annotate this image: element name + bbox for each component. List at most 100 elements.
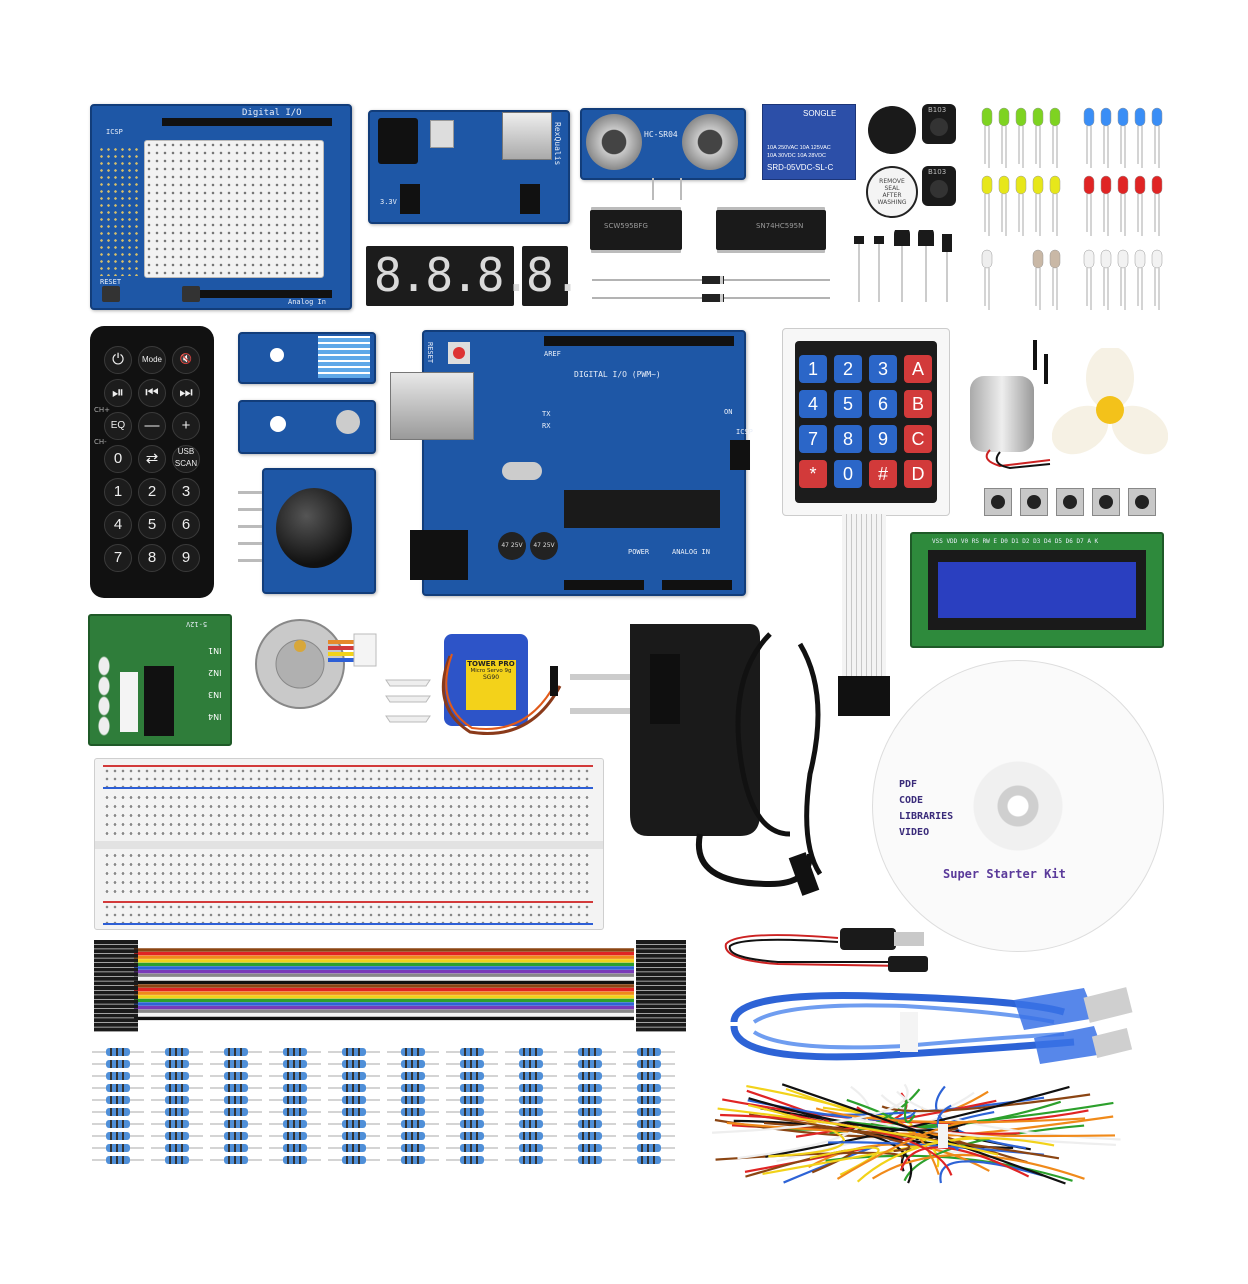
- jumper-wire: [748, 1113, 911, 1153]
- ribbon-connector: [94, 958, 138, 963]
- remote-key[interactable]: USB SCAN: [172, 445, 200, 473]
- shield-user-button[interactable]: [182, 286, 200, 302]
- keypad-key[interactable]: 1: [799, 355, 827, 383]
- keypad-key[interactable]: 2: [834, 355, 862, 383]
- ribbon-connector: [94, 940, 138, 944]
- ultrasonic-transducer-right: [682, 114, 738, 170]
- remote-key[interactable]: ⇄: [138, 445, 166, 473]
- ic-chip-1-label: SCW595BFG: [604, 222, 648, 230]
- keypad-key[interactable]: *: [799, 460, 827, 488]
- led: [1151, 107, 1163, 168]
- remote-digit-key[interactable]: 2: [138, 478, 166, 506]
- jumper-wire: [746, 1089, 830, 1123]
- transistors: [854, 230, 952, 302]
- remote-key[interactable]: ⏯: [104, 379, 132, 407]
- led: [998, 175, 1010, 236]
- dc-jack: [378, 118, 418, 164]
- jumper-wire: [903, 1099, 916, 1124]
- passive-buzzer: REMOVE SEAL AFTER WASHING: [866, 166, 918, 218]
- tactile-button[interactable]: [984, 488, 1012, 516]
- remote-digit-key[interactable]: 7: [104, 544, 132, 572]
- uno-aref-label: AREF: [544, 350, 561, 358]
- tactile-button[interactable]: [1128, 488, 1156, 516]
- remote-key[interactable]: ⏭: [172, 379, 200, 407]
- remote-digit-key[interactable]: 8: [138, 544, 166, 572]
- keypad-key[interactable]: #: [869, 460, 897, 488]
- remote-key[interactable]: —: [138, 412, 166, 440]
- potentiometer-1[interactable]: B103: [922, 104, 956, 144]
- servo-brand: TOWER PRO: [467, 660, 515, 668]
- ribbon-connector: [94, 953, 138, 958]
- ultrasonic-pins: [652, 178, 682, 200]
- led: [998, 107, 1010, 168]
- remote-digit-key[interactable]: 1: [104, 478, 132, 506]
- power-switch[interactable]: [430, 120, 454, 148]
- battery-clip: [724, 928, 928, 972]
- tactile-button[interactable]: [1056, 488, 1084, 516]
- keypad-key[interactable]: C: [904, 425, 932, 453]
- remote-digit-key[interactable]: 4: [104, 511, 132, 539]
- dupont-ribbon-cable: [94, 940, 686, 1032]
- keypad-key[interactable]: D: [904, 460, 932, 488]
- shield-reset-button[interactable]: [102, 286, 120, 302]
- keypad-key[interactable]: 6: [869, 390, 897, 418]
- remote-digit-key[interactable]: 5: [138, 511, 166, 539]
- remote-digit-key[interactable]: 6: [172, 511, 200, 539]
- potentiometer-2[interactable]: B103: [922, 166, 956, 206]
- power-3v3-label: 3.3V: [380, 198, 397, 206]
- active-buzzer: [868, 106, 916, 154]
- remote-key[interactable]: 🔇: [172, 346, 200, 374]
- remote-key[interactable]: ⏮: [138, 379, 166, 407]
- remote-key[interactable]: EQ: [104, 412, 132, 440]
- breadboard-power-module: RexQualis 3.3V 5V: [368, 110, 570, 224]
- sound-sensor-pot[interactable]: [270, 416, 286, 432]
- led: [1083, 107, 1095, 168]
- uno-capacitor-2: 47 25V: [530, 532, 558, 560]
- prototype-shield: Digital I/O ICSP RESET Analog In: [90, 104, 352, 310]
- stepper-power-label: 5-12V: [186, 620, 208, 628]
- relay: SONGLE 10A 250VAC 10A 125VAC 10A 30VDC 1…: [762, 104, 856, 180]
- remote-key[interactable]: ⏻: [104, 346, 132, 374]
- remote-key[interactable]: +: [172, 412, 200, 440]
- keypad-key[interactable]: 0: [834, 460, 862, 488]
- keypad-key[interactable]: 4: [799, 390, 827, 418]
- jumper-wire: [720, 1113, 953, 1176]
- led: [1049, 249, 1061, 310]
- shield-analog-label: Analog In: [288, 298, 326, 306]
- uno-reset-button[interactable]: [448, 342, 470, 364]
- usb-port: [502, 112, 552, 160]
- pot-1-label: B103: [928, 106, 947, 114]
- stepper-in1: IN1: [208, 646, 222, 655]
- keypad-key[interactable]: A: [904, 355, 932, 383]
- ribbon-connector: [94, 976, 138, 981]
- ribbon-connector: [94, 1027, 138, 1032]
- full-breadboard: [94, 758, 604, 930]
- keypad-key[interactable]: 5: [834, 390, 862, 418]
- led: [1032, 107, 1044, 168]
- keypad-key[interactable]: 9: [869, 425, 897, 453]
- remote-digit-key[interactable]: 9: [172, 544, 200, 572]
- keypad-key[interactable]: 3: [869, 355, 897, 383]
- jumper-wire: [781, 1083, 1066, 1185]
- joystick-knob[interactable]: [276, 488, 352, 568]
- led: [1015, 175, 1027, 236]
- tactile-button[interactable]: [1092, 488, 1120, 516]
- uno-tx-label: TX: [542, 410, 551, 418]
- keypad-key[interactable]: 7: [799, 425, 827, 453]
- stepper-in4: IN4: [208, 712, 222, 721]
- lcd-pin-labels: VSS VDD V0 RS RW E D0 D1 D2 D3 D4 D5 D6 …: [932, 538, 1099, 545]
- dht11-sensor: [318, 336, 370, 378]
- ribbon-connector: [94, 1022, 138, 1027]
- stepper-in2: IN2: [208, 668, 222, 677]
- joystick-pins: [238, 480, 262, 576]
- remote-digit-key[interactable]: 3: [172, 478, 200, 506]
- led: [1100, 175, 1112, 236]
- tactile-button[interactable]: [1020, 488, 1048, 516]
- remote-key[interactable]: 0: [104, 445, 132, 473]
- pot-2-knob: [930, 180, 948, 198]
- remote-key[interactable]: Mode: [138, 346, 166, 374]
- ribbon-connector: [636, 995, 686, 1000]
- keypad-key[interactable]: 8: [834, 425, 862, 453]
- keypad-key[interactable]: B: [904, 390, 932, 418]
- fan-propeller: [1052, 348, 1168, 455]
